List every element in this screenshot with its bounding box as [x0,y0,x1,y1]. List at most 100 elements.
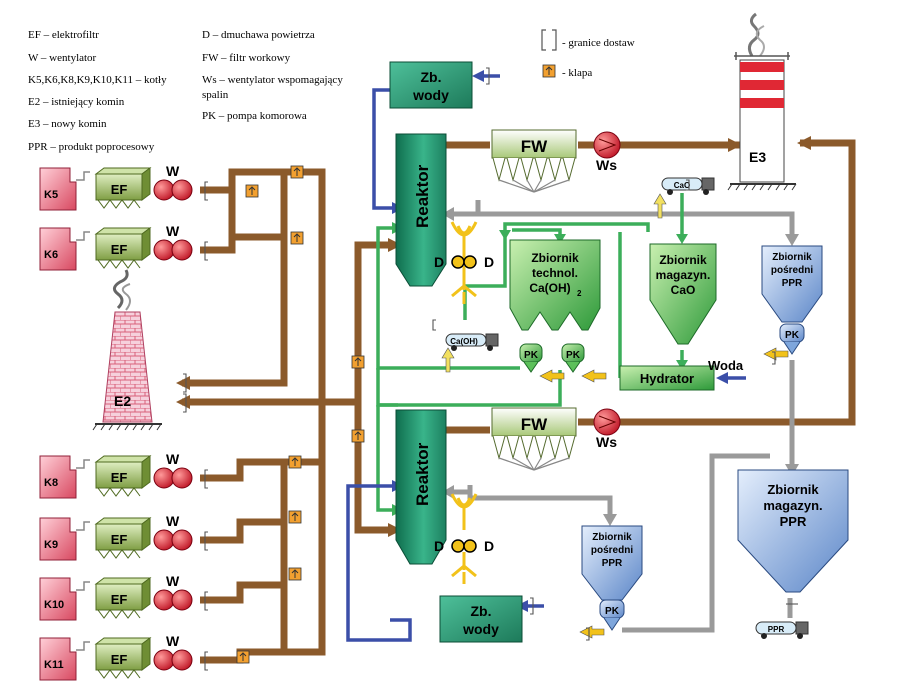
water-tank-lower-label-1: Zb. [471,603,492,619]
pk-label: PK [524,350,539,361]
boiler-label: K10 [44,599,64,611]
ef-label: EF [111,182,128,197]
fw-label: FW [521,415,548,434]
tank-ppr-label-3: PPR [780,514,807,529]
hydrator-label: Hydrator [640,371,694,386]
ws-fan-upper: Ws [593,131,621,173]
air-arrows-tech [539,369,607,383]
blower-upper: D D [434,221,494,304]
ef-label: EF [111,470,128,485]
damper-icon [290,231,304,245]
tank-cao-label-3: CaO [671,283,696,297]
ws-label-lower: Ws [596,434,617,450]
ef-label: EF [111,652,128,667]
pk-label: PK [605,606,620,617]
tank-cao-label-1: Zbiornik [659,253,707,267]
blower-d-right: D [484,254,494,270]
reactor-lower: Reaktor [395,409,447,565]
e3-chimney: E3 [727,12,797,191]
water-tank-upper-label-2: wody [412,87,449,103]
boundary-bracket-icon [541,29,557,51]
fw-label: FW [521,137,548,156]
damper-icon [542,64,556,78]
tank-ppr-label-1: Zbiornik [767,482,819,497]
blower-lower: D D [434,493,494,584]
reactor-upper: Reaktor [395,133,447,287]
legend-ws: Ws – wentylator wspomagający [202,74,343,86]
bag-filter-lower: FW [491,407,577,471]
water-tank-lower: Zb. wody [439,595,523,643]
tank-cao-label-2: magazyn. [656,268,711,282]
boiler-k8: K8 [39,455,77,499]
electrostatic-filter: EF [94,577,152,619]
flue-gas-pipes [182,139,856,664]
e2-label: E2 [114,393,131,409]
truck-cao-label: CaO [674,181,690,190]
tank-cao: Zbiornik magazyn. CaO [649,243,717,345]
tank-tech-label-3: Ca(OH) [529,281,570,295]
legend-ef: EF – elektrofiltr [28,29,99,41]
water-tank-lower-label-2: wody [462,621,499,637]
fan: W [153,451,193,489]
boiler-unit-k5: K5 EF W [39,163,193,211]
tank-pos-upper-label-2: pośredni [771,265,813,276]
boiler-label: K8 [44,477,58,489]
boiler-label: K9 [44,539,58,551]
e2-chimney: E2 [92,269,162,431]
ws-label-upper: Ws [596,157,617,173]
tank-pos-lower-label-3: PPR [602,558,623,569]
dampers [236,165,365,664]
e3-label: E3 [749,149,766,165]
legend-w: W – wentylator [28,52,97,64]
tank-storage-ppr: Zbiornik magazyn. PPR [737,469,849,593]
ef-label: EF [111,532,128,547]
electrostatic-filter: EF [94,517,152,559]
truck-cao: CaO [653,177,715,219]
fan: W [153,573,193,611]
bag-filter-upper: FW [491,129,577,193]
ef-label: EF [111,592,128,607]
fan: W [153,163,193,201]
fan: W [153,633,193,671]
pk-pump-tech-2: PK [561,343,585,373]
tank-pos-lower-label-1: Zbiornik [592,532,632,543]
legend: EF – elektrofiltr W – wentylator K5,K6,K… [28,29,635,153]
legend-pk: PK – pompa komorowa [202,110,307,122]
hydrator: Hydrator [619,365,715,391]
damper-icon [245,184,259,198]
tank-tech-label-2: technol. [532,266,578,280]
legend-ppr: PPR – produkt poprocesowy [28,141,155,153]
tank-pos-upper-label-1: Zbiornik [772,252,812,263]
water-label: Woda [708,358,744,373]
electrostatic-filter: EF [94,455,152,497]
damper-icon [288,567,302,581]
legend-e2: E2 – istniejący komin [28,96,125,108]
tank-pos-lower-label-2: pośredni [591,545,633,556]
damper-icon [288,455,302,469]
tank-tech-label-1: Zbiornik [531,251,579,265]
legend-d: D – dmuchawa powietrza [202,29,315,41]
legend-klapa: - klapa [562,67,592,79]
electrostatic-filter: EF [94,637,152,679]
fan-label: W [166,163,180,179]
boiler-k5: K5 [39,167,77,211]
boiler-unit-k10: K10 EF W [39,573,193,621]
damper-icon [288,510,302,524]
boiler-k9: K9 [39,517,77,561]
fan-label: W [166,451,180,467]
truck-ppr-label: PPR [768,625,785,634]
water-tank-upper-label-1: Zb. [421,69,442,85]
ef-label: EF [111,242,128,257]
pk-label: PK [785,330,800,341]
fan-label: W [166,513,180,529]
water-tank-upper: Zb. wody [389,61,473,109]
truck-caoh: Ca(OH) [441,333,499,373]
reactor-lower-label: Reaktor [413,442,432,506]
truck-caoh-label: Ca(OH) [450,337,478,346]
blower-d-left: D [434,254,444,270]
